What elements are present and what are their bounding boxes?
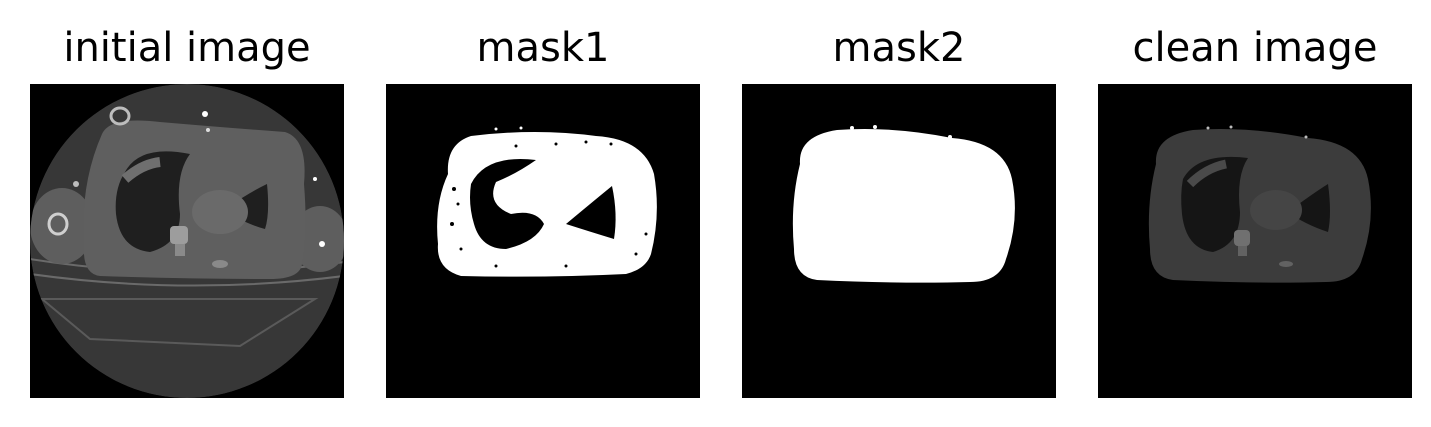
panel-mask1: mask1	[386, 0, 700, 427]
panel-title: clean image	[1132, 25, 1378, 71]
panel-initial-image: initial image	[30, 0, 344, 427]
panel-title: initial image	[63, 25, 311, 71]
initial-image	[30, 84, 344, 398]
filled-mask-icon	[742, 84, 1056, 398]
panel-clean-image: clean image	[1098, 0, 1412, 427]
panel-title: mask1	[476, 25, 610, 71]
panel-title: mask2	[832, 25, 966, 71]
panel-mask2: mask2	[742, 0, 1056, 427]
masked-ct-icon	[1098, 84, 1412, 398]
clean-image	[1098, 84, 1412, 398]
mask1-image	[386, 84, 700, 398]
binary-mask-icon	[386, 84, 700, 398]
mask2-image	[742, 84, 1056, 398]
ct-scan-icon	[30, 84, 344, 398]
